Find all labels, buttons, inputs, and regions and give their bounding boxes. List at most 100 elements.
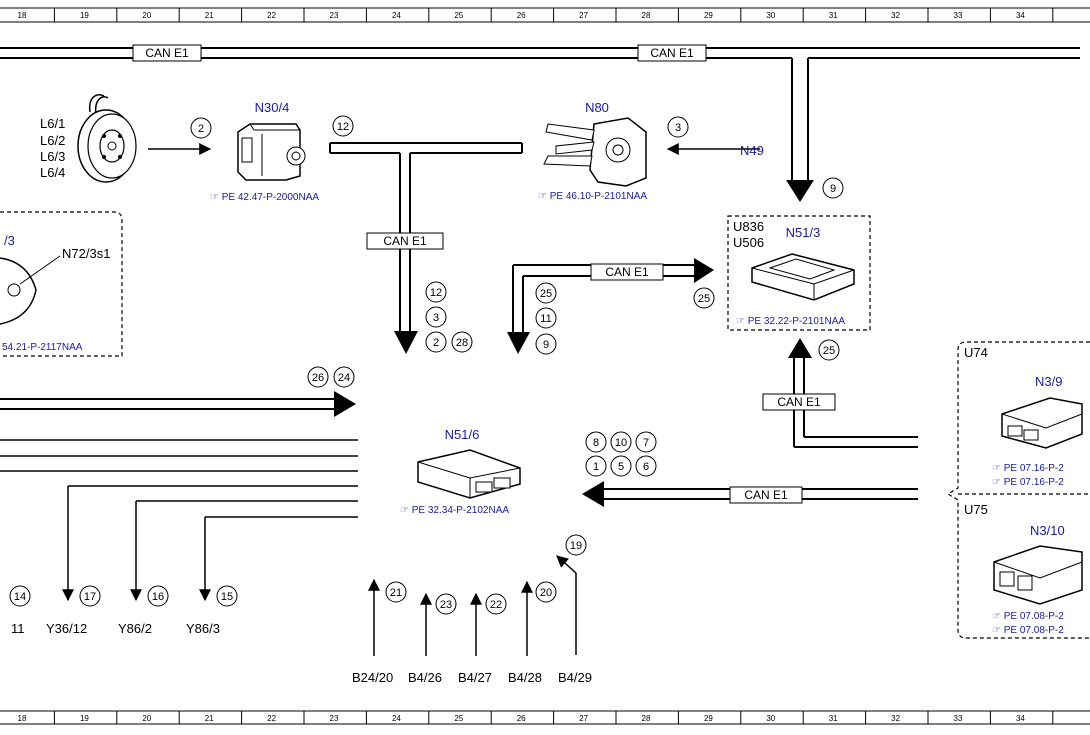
sensor-label: L6/2 — [40, 133, 65, 148]
ruler-number: 19 — [80, 11, 89, 20]
ruler-number: 30 — [766, 714, 775, 723]
num-label: 6 — [643, 461, 649, 473]
input-label-n49: N49 — [740, 143, 764, 158]
pointing-hand-icon: ☞ — [992, 477, 1004, 488]
ruler-number: 18 — [18, 11, 27, 20]
module-n30-4: N30/4 ☞ PE 42.47-P-2000NAA — [210, 100, 319, 203]
ref-link[interactable]: ☞ PE 07.08-P-2 — [992, 625, 1064, 636]
ruler-number: 33 — [954, 11, 963, 20]
ruler-number: 29 — [704, 11, 713, 20]
num-circle — [451, 331, 473, 353]
input-label: B24/20 — [352, 670, 393, 685]
component-title: N51/6 — [445, 427, 480, 442]
ruler-number: 21 — [205, 11, 214, 20]
pointing-hand-icon: ☞ — [736, 316, 748, 327]
can-label-top-right: CAN E1 — [637, 44, 707, 62]
num-circle — [565, 534, 587, 556]
num-circle — [535, 333, 557, 355]
can-label: CAN E1 — [383, 234, 427, 248]
num-label: 11 — [540, 313, 551, 325]
num-circle — [667, 116, 689, 138]
ruler-number: 26 — [517, 11, 526, 20]
ruler-number: 20 — [142, 11, 151, 20]
ref-link[interactable]: ☞ PE 32.34-P-2102NAA — [400, 505, 509, 516]
num-circle — [333, 366, 355, 388]
can-label-up: CAN E1 — [762, 393, 836, 411]
can-label: CAN E1 — [605, 265, 649, 279]
ruler-number: 23 — [330, 11, 339, 20]
num-label: 10 — [615, 437, 627, 449]
ref-link[interactable]: ☞ PE 42.47-P-2000NAA — [210, 192, 319, 203]
ref-link[interactable]: ☞ PE 07.16-P-2 — [992, 463, 1064, 474]
can-label: CAN E1 — [145, 46, 189, 60]
pointing-hand-icon: ☞ — [538, 191, 550, 202]
ref-link[interactable]: ☞ PE 46.10-P-2101NAA — [538, 191, 647, 202]
num-label: 21 — [390, 587, 402, 599]
sensor-label: L6/4 — [40, 165, 65, 180]
pointing-hand-icon: ☞ — [992, 625, 1004, 636]
num-label: 2 — [198, 123, 204, 135]
num-label: 12 — [430, 287, 442, 299]
ruler-number: 29 — [704, 714, 713, 723]
num-label: 25 — [698, 293, 710, 305]
num-label: 26 — [312, 372, 324, 384]
num-label: 16 — [152, 591, 164, 603]
switch-label: N72/3s1 — [62, 246, 110, 261]
ruler-number: 22 — [267, 11, 276, 20]
can-label: CAN E1 — [777, 395, 821, 409]
ruler-number: 34 — [1016, 714, 1025, 723]
pointing-hand-icon: ☞ — [210, 192, 222, 203]
input-label: B4/29 — [558, 670, 592, 685]
num-label: 20 — [540, 587, 552, 599]
num-label: 22 — [490, 599, 502, 611]
engine-ecu-icon — [993, 545, 1083, 605]
ruler-number: 19 — [80, 714, 89, 723]
ruler-number: 34 — [1016, 11, 1025, 20]
num-label: 3 — [433, 312, 439, 324]
sensor-label: L6/1 — [40, 116, 65, 131]
module-n72-box: /3 N72/3s1 54.21-P-2117NAA — [0, 211, 123, 357]
can-label: CAN E1 — [744, 488, 788, 502]
module-n51-6: N51/6 ☞ PE 32.34-P-2102NAA — [400, 427, 521, 516]
can-bus-top — [0, 47, 1080, 182]
module-n80: N80 ☞ PE 46.10-P-2101NAA — [538, 100, 647, 202]
ref-link[interactable]: ☞ PE 07.16-P-2 — [992, 477, 1064, 488]
variant-code: U75 — [964, 502, 988, 517]
num-label: 19 — [570, 540, 582, 552]
variant-code: U836 — [733, 219, 764, 234]
num-label: 7 — [643, 437, 649, 449]
pointing-hand-icon: ☞ — [400, 505, 412, 516]
ruler-number: 26 — [517, 714, 526, 723]
num-label: 8 — [593, 437, 599, 449]
component-title: N80 — [585, 100, 609, 115]
input-label: B4/28 — [508, 670, 542, 685]
ruler-number: 25 — [454, 714, 463, 723]
num-circle — [693, 287, 715, 309]
signal-group: 8 10 7 1 5 6 — [585, 431, 657, 477]
ruler-number: 28 — [642, 714, 651, 723]
ruler-number: 27 — [579, 714, 588, 723]
can-label-bottom: CAN E1 — [729, 486, 803, 504]
num-label: 9 — [830, 183, 836, 195]
ruler-number: 20 — [142, 714, 151, 723]
ref-link-partial[interactable]: 54.21-P-2117NAA — [2, 342, 83, 353]
num-circle — [535, 307, 557, 329]
variant-code: U506 — [733, 235, 764, 250]
num-circle — [818, 339, 840, 361]
ruler-number: 32 — [891, 714, 900, 723]
ref-link[interactable]: ☞ PE 07.08-P-2 — [992, 611, 1064, 622]
ruler-number: 18 — [18, 714, 27, 723]
num-circle — [425, 306, 447, 328]
ref-link[interactable]: ☞ PE 32.22-P-2101NAA — [736, 316, 845, 327]
num-circle — [307, 366, 329, 388]
num-label: 1 — [593, 461, 599, 473]
num-label: 14 — [14, 591, 26, 603]
num-label: 2 — [433, 337, 439, 349]
num-label: 5 — [618, 461, 624, 473]
num-label: 23 — [440, 599, 452, 611]
left-bus-arrow — [0, 398, 336, 410]
num-label: 15 — [221, 591, 233, 603]
can-arrow-up — [788, 338, 812, 358]
output-label: Y86/3 — [186, 621, 220, 636]
num-circle — [822, 177, 844, 199]
